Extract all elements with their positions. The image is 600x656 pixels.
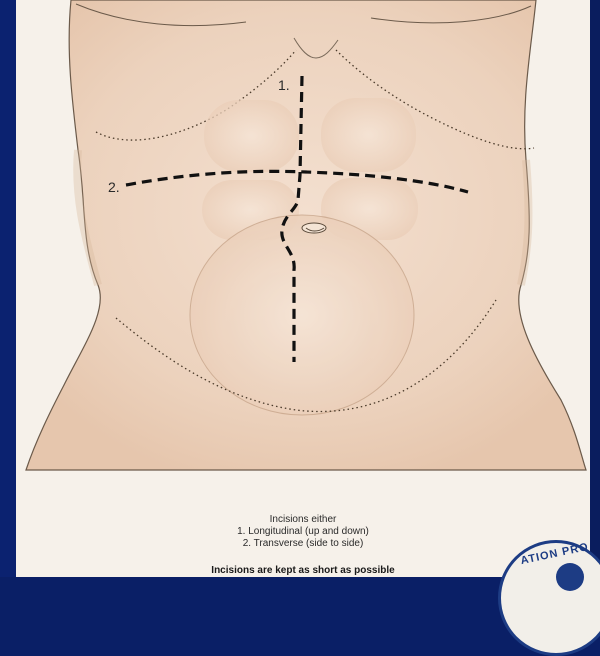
incision-1-label: 1. [278, 77, 290, 93]
rectus-block-r1 [321, 98, 416, 172]
caption-heading: Incisions either [16, 514, 590, 526]
umbilicus [302, 223, 326, 233]
incision-2-label: 2. [108, 179, 120, 195]
abdomen-diagram: 1. 2. [16, 0, 590, 500]
seal-center [556, 563, 584, 591]
lower-abdomen [190, 215, 414, 415]
rectus-block-l1 [204, 100, 299, 172]
diagram-poster: 1. 2. Incisions either 1. Longitudinal (… [16, 0, 590, 577]
caption-item-longitudinal: 1. Longitudinal (up and down) [16, 526, 590, 538]
caption-item-transverse: 2. Transverse (side to side) [16, 538, 590, 550]
